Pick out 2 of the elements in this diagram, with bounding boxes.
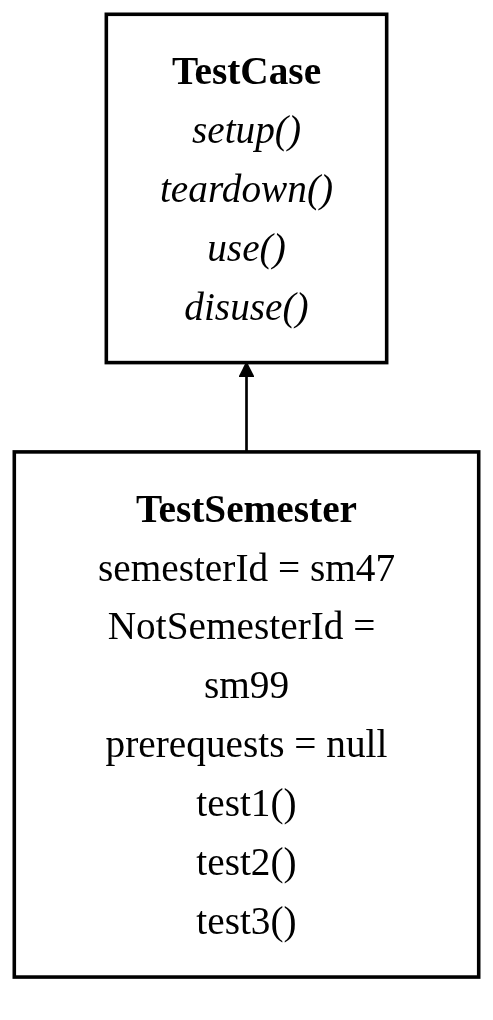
node-box: TestCase setup() teardown() use() disuse() [104,12,389,365]
node-box: TestSemester semesterId = sm47 NotSemesterId = sm99 prerequests = null test1() test2() test3() [12,450,481,979]
